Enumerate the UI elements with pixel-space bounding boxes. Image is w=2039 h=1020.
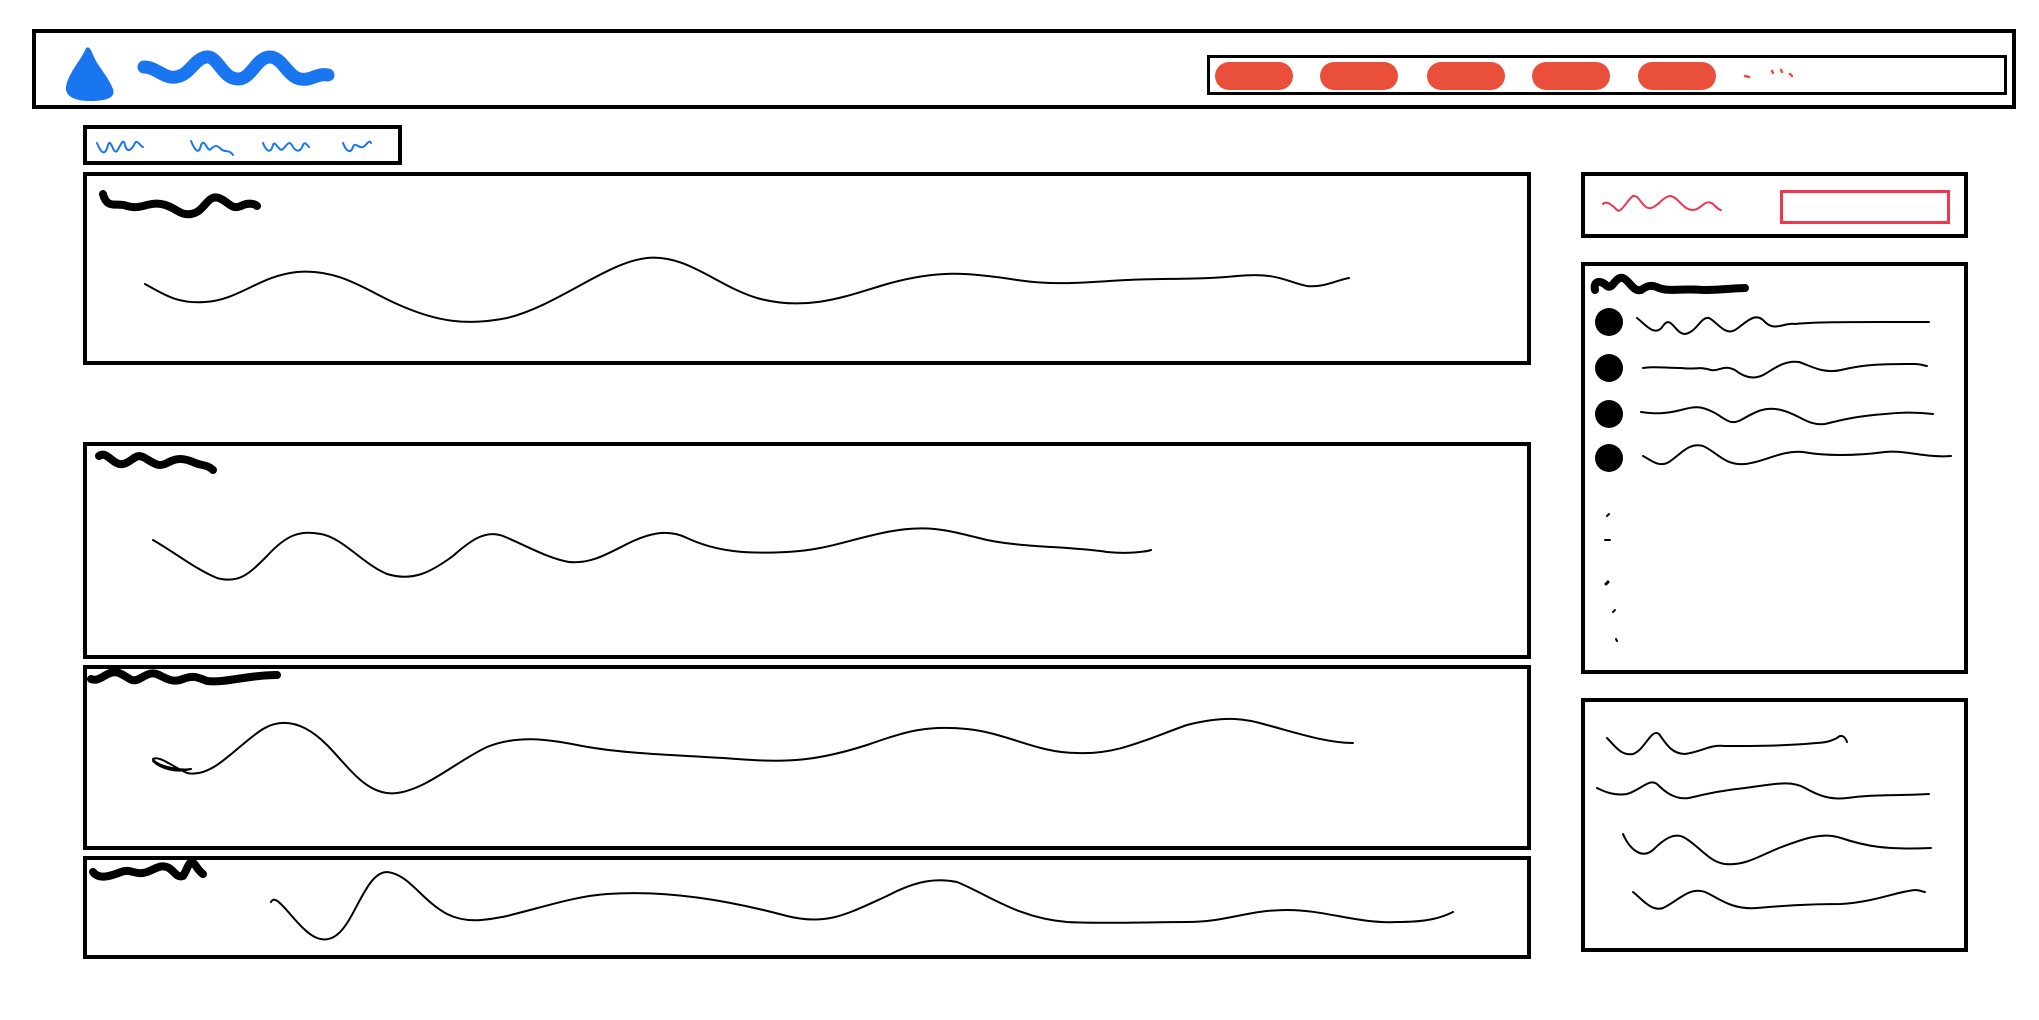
content-card-3 — [83, 665, 1531, 850]
breadcrumb-item-2[interactable] — [190, 140, 234, 156]
nav-overflow-dash-4 — [1788, 72, 1794, 78]
sidebar-search-panel — [1581, 172, 1968, 238]
search-label-scribble — [1602, 194, 1722, 212]
drop-logo-icon[interactable] — [56, 43, 126, 103]
sidebar-text-panel — [1581, 698, 1968, 952]
sidebar-list-panel — [1581, 262, 1968, 674]
sidebar-list-heading — [1590, 273, 1749, 295]
list-item-2-text[interactable] — [1642, 360, 1928, 379]
sidebar-list-content — [1590, 273, 1952, 642]
list-bullet-4 — [1595, 444, 1623, 472]
card-3-content — [87, 668, 1354, 795]
card-1-body-line — [144, 256, 1350, 323]
nav-item-5[interactable] — [1638, 62, 1716, 90]
list-stray-mark-4 — [1612, 609, 1616, 613]
list-bullet-1 — [1595, 308, 1623, 336]
list-item-1-text[interactable] — [1636, 316, 1930, 335]
list-stray-mark-1 — [1606, 513, 1610, 517]
breadcrumb-scribbles — [96, 140, 372, 156]
list-item-4-text[interactable] — [1642, 444, 1952, 466]
nav-item-4[interactable] — [1532, 62, 1610, 90]
card-2-body-line — [152, 527, 1152, 581]
nav-item-2[interactable] — [1320, 62, 1398, 90]
text-line-4 — [1632, 889, 1926, 910]
list-stray-mark-5 — [1615, 638, 1618, 642]
nav-overflow-dash-2 — [1770, 69, 1775, 75]
sidebar-text-content — [1596, 731, 1932, 910]
app-title-stroke — [137, 50, 335, 86]
app-title-scribble — [137, 50, 335, 86]
nav-bar — [1207, 55, 2007, 95]
card-2-content — [95, 450, 1152, 581]
text-line-3 — [1622, 833, 1932, 866]
card-1-content — [99, 190, 1350, 323]
card-2-heading-scribble — [95, 450, 217, 474]
nav-overflow-dash-3 — [1779, 68, 1784, 74]
text-line-2 — [1596, 781, 1930, 800]
card-3-heading-scribble — [87, 668, 281, 686]
card-4-content — [89, 858, 1454, 941]
breadcrumb — [83, 125, 402, 165]
nav-item-3[interactable] — [1427, 62, 1505, 90]
nav-overflow-dash-1 — [1743, 74, 1751, 79]
content-card-1 — [83, 172, 1531, 365]
nav-overflow-marks[interactable] — [1735, 64, 1805, 84]
search-input[interactable] — [1780, 190, 1950, 224]
card-3-body-line — [152, 717, 1354, 795]
card-4-body-line — [270, 871, 1454, 941]
drop-logo-shape — [65, 47, 114, 101]
breadcrumb-item-3[interactable] — [262, 142, 310, 152]
nav-item-1[interactable] — [1215, 62, 1293, 90]
content-card-4 — [83, 856, 1531, 959]
list-item-3-text[interactable] — [1640, 406, 1934, 426]
breadcrumb-item-4[interactable] — [342, 140, 372, 153]
header-bar — [32, 29, 2016, 109]
list-stray-mark-3 — [1604, 580, 1610, 586]
list-bullet-3 — [1595, 400, 1623, 428]
list-bullet-2 — [1595, 354, 1623, 382]
content-card-2 — [83, 442, 1531, 659]
search-label-stroke — [1602, 194, 1722, 212]
breadcrumb-item-1[interactable] — [96, 140, 144, 154]
card-1-heading-scribble — [99, 190, 261, 219]
text-line-1 — [1606, 731, 1848, 756]
card-4-heading-scribble — [89, 858, 207, 881]
